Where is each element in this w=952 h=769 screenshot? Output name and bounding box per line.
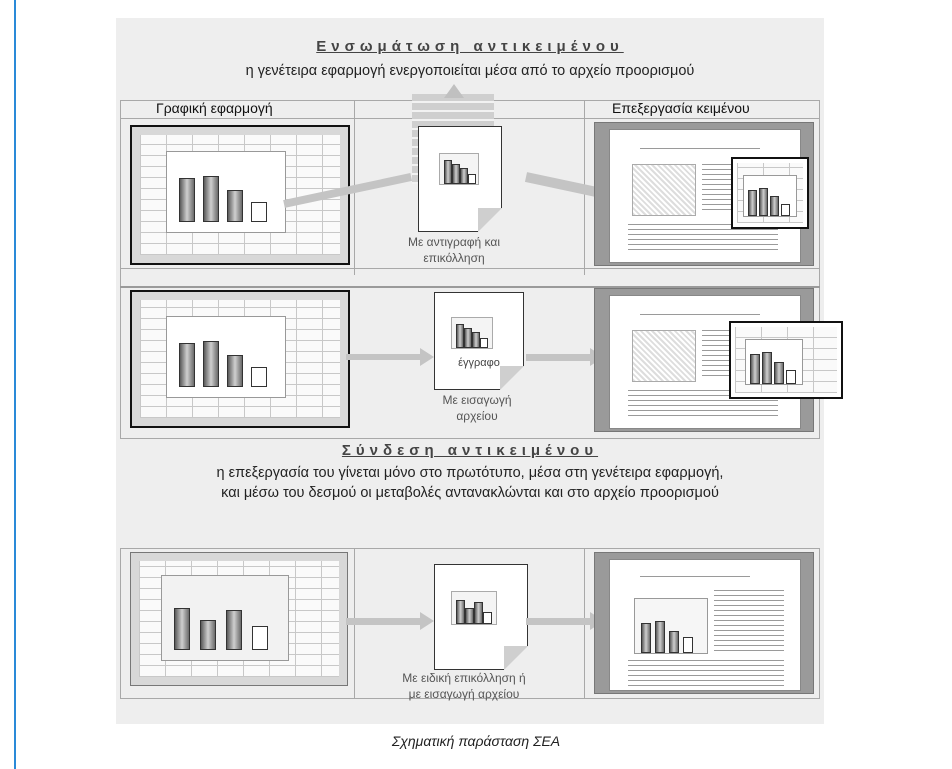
- arrow-shaft: [524, 172, 602, 198]
- chart-icon: [451, 591, 497, 625]
- word-thumbnail-row3: [594, 552, 814, 694]
- word-thumbnail-row1: [594, 122, 814, 266]
- caption-copy-paste: Με αντιγραφή και επικόλληση: [374, 234, 534, 266]
- spreadsheet-thumbnail-row3: [130, 552, 348, 686]
- arrow-head: [420, 348, 434, 366]
- column-header-graphics: Γραφική εφαρμογή: [156, 100, 273, 116]
- chart-card: [161, 575, 289, 661]
- figure-caption: Σχηματική παράσταση ΣΕΑ: [391, 733, 561, 749]
- spreadsheet-thumbnail-row2: [130, 290, 350, 428]
- left-margin-rule: [14, 0, 16, 769]
- column-header-word: Επεξεργασία κειμένου: [612, 100, 750, 116]
- caption-insert-file-line2: αρχείου: [456, 409, 498, 423]
- caption-copy-paste-line2: επικόλληση: [423, 251, 485, 265]
- caption-paste-special-line2: με εισαγωγή αρχείου: [408, 687, 520, 701]
- grid-left: [120, 100, 121, 438]
- caption-paste-special: Με ειδική επικόλληση ή με εισαγωγή αρχεί…: [374, 670, 554, 702]
- spreadsheet-thumbnail-row1: [130, 125, 350, 265]
- link-section-subtitle-2: και μέσω του δεσμού οι μεταβολές αντανακ…: [221, 485, 719, 501]
- caption-insert-file: Με εισαγωγή αρχείου: [402, 392, 552, 424]
- document-label: έγγραφο: [458, 357, 500, 369]
- chart-card: [166, 151, 286, 233]
- grid-row3-top: [120, 548, 820, 549]
- arrow-head: [420, 612, 434, 630]
- document-icon-row2: έγγραφο: [434, 292, 524, 390]
- grid-right: [819, 100, 820, 438]
- grid-row3-right: [819, 548, 820, 698]
- grid-row1-bottom: [120, 268, 820, 269]
- chart-icon: [451, 317, 493, 349]
- arrow-shaft: [526, 354, 594, 361]
- word-thumbnail-row2: [594, 288, 843, 432]
- document-icon-row1: [418, 126, 502, 232]
- sea-diagram: Ενσωμάτωση αντικειμένου η γενέτειρα εφαρ…: [116, 18, 843, 724]
- embedded-object-popup: [729, 321, 843, 399]
- embed-section-title: Ενσωμάτωση αντικειμένου: [316, 38, 624, 55]
- embed-section-subtitle: η γενέτειρα εφαρμογή ενεργοποιείται μέσα…: [245, 63, 695, 79]
- grid-row3-bottom: [120, 698, 820, 699]
- chart-icon: [439, 153, 479, 185]
- grid-row-divider: [120, 286, 820, 288]
- chart-card: [166, 316, 286, 398]
- arrow-shaft: [346, 354, 424, 360]
- caption-insert-file-line1: Με εισαγωγή: [442, 393, 512, 407]
- grid-row2-bottom: [120, 438, 820, 439]
- up-arrow-icon: [444, 84, 464, 98]
- caption-paste-special-line1: Με ειδική επικόλληση ή: [402, 671, 526, 685]
- grid-row3-left: [120, 548, 121, 698]
- document-icon-row3: [434, 564, 528, 670]
- embedded-object-popup: [731, 157, 809, 229]
- arrow-shaft: [346, 618, 424, 625]
- arrow-shaft: [526, 618, 594, 625]
- link-section-subtitle-1: η επεξεργασία του γίνεται μόνο στο πρωτό…: [216, 465, 724, 481]
- caption-copy-paste-line1: Με αντιγραφή και: [407, 235, 501, 249]
- link-section-title: Σύνδεση αντικειμένου: [341, 442, 599, 459]
